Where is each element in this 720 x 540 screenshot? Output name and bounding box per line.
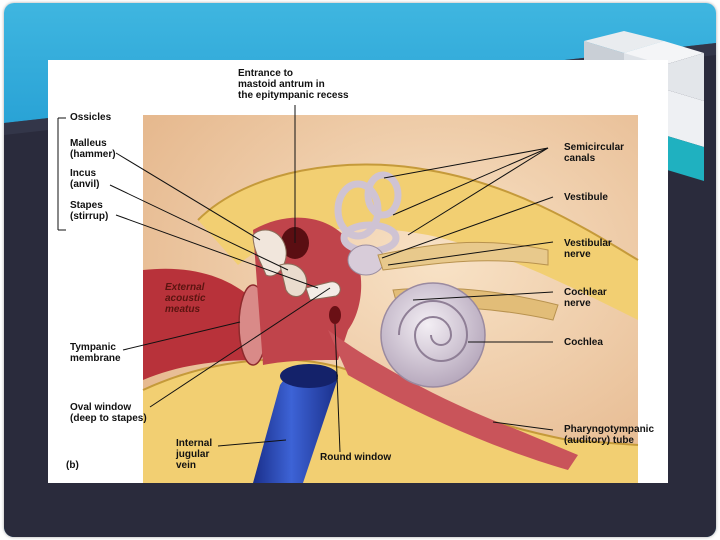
temporal-bone-upper <box>198 164 638 320</box>
label-oval-window: Oval window (deep to stapes) <box>70 402 147 424</box>
leader-lines <box>57 105 554 453</box>
label-stapes: Stapes (stirrup) <box>70 200 109 222</box>
label-vestibular-nerve: Vestibular nerve <box>564 238 612 260</box>
label-round-window: Round window <box>320 452 392 463</box>
label-ossicles: Ossicles <box>70 112 112 123</box>
label-pharyngotympanic-tube: Pharyngotympanic (auditory) tube <box>564 424 655 446</box>
label-incus: Incus (anvil) <box>70 168 100 190</box>
label-cochlea: Cochlea <box>564 337 603 348</box>
round-window-shape <box>329 306 341 324</box>
ear-illustration <box>57 105 639 483</box>
label-semicircular-canals: Semicircular canals <box>564 142 625 164</box>
label-cochlear-nerve: Cochlear nerve <box>564 287 607 309</box>
label-entrance-mastoid: Entrance to mastoid antrum in the epitym… <box>238 68 349 101</box>
label-internal-jugular-vein: Internal jugular vein <box>176 438 213 471</box>
label-vestibule: Vestibule <box>564 192 608 203</box>
vestibular-nerve-shape <box>377 241 549 271</box>
external-acoustic-meatus <box>143 268 258 380</box>
vestibule-shape <box>347 244 385 276</box>
ear-anatomy-figure: Entrance to mastoid antrum in the epitym… <box>48 60 668 483</box>
cochlea-shape <box>380 282 486 388</box>
label-external-acoustic-meatus: External acoustic meatus <box>165 282 206 315</box>
label-tympanic-membrane: Tympanic membrane <box>70 342 121 364</box>
internal-jugular-vein-shape <box>253 366 338 483</box>
auditory-tube <box>328 330 578 470</box>
label-malleus: Malleus (hammer) <box>70 138 116 160</box>
semicircular-canals-shape <box>334 171 402 255</box>
panel-label: (b) <box>66 460 79 471</box>
